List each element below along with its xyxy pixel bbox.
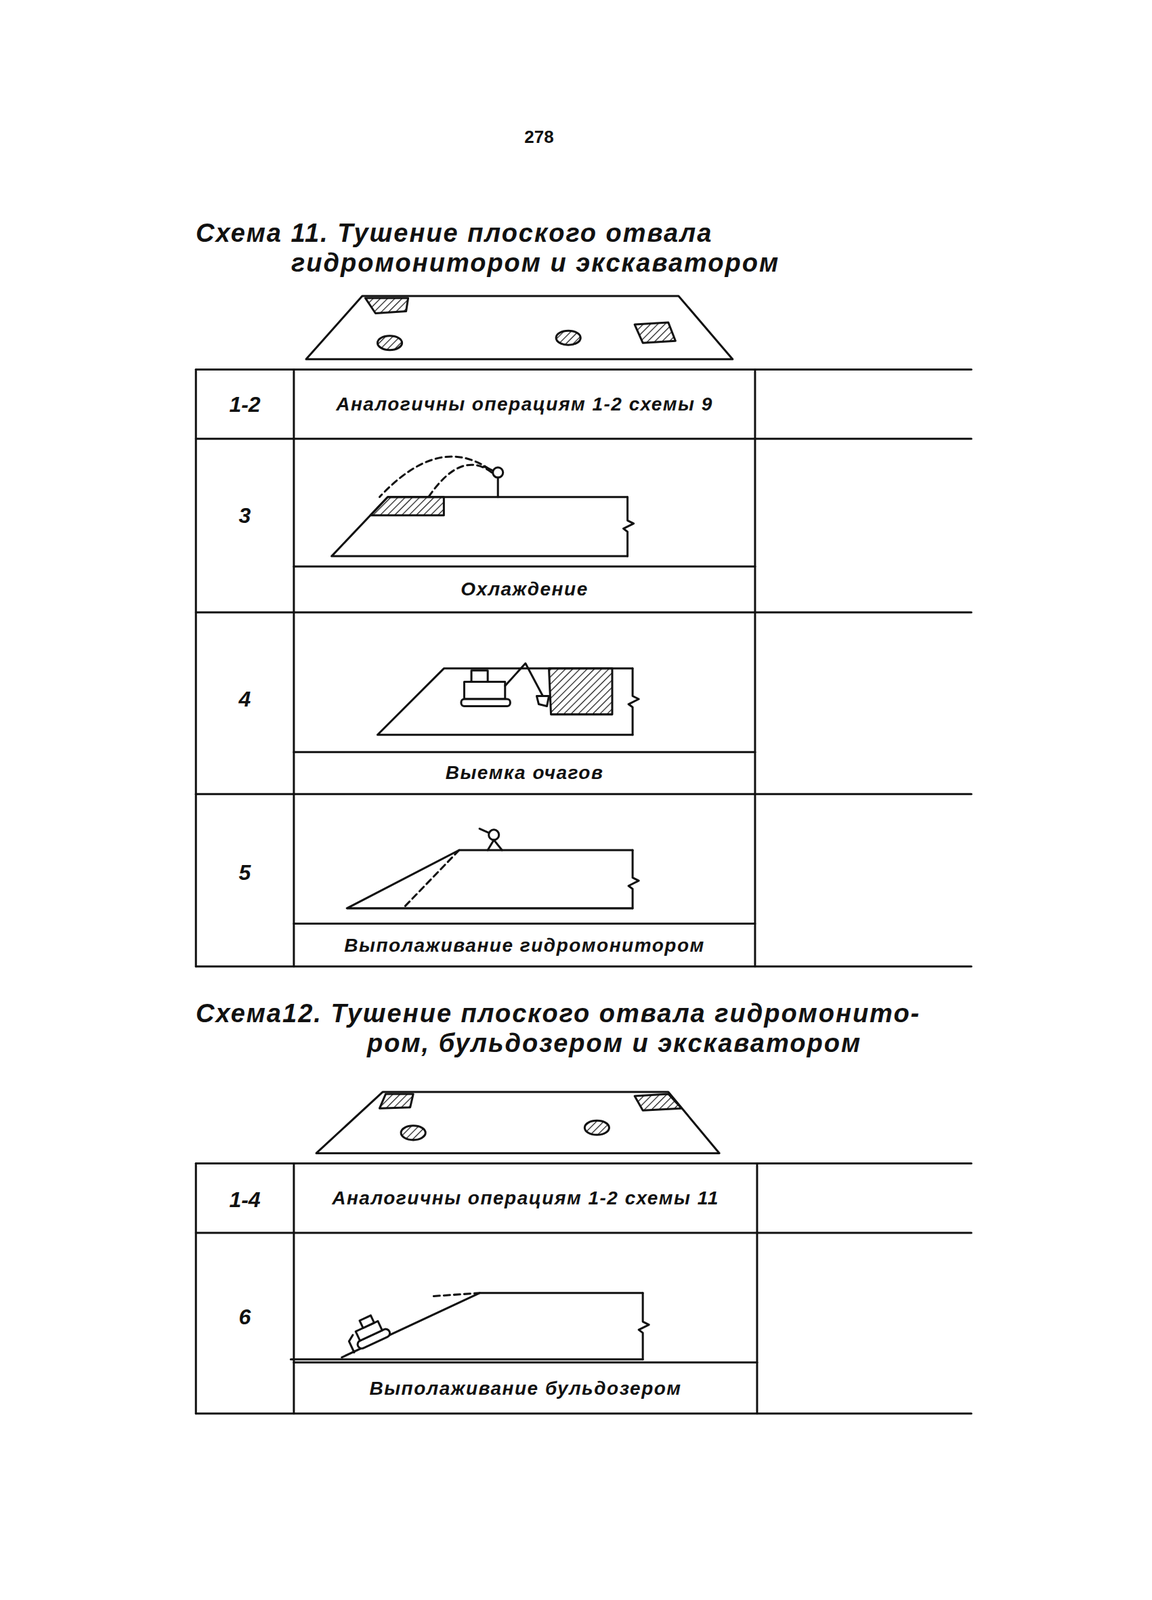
monitor-flattening-sketch: [628, 849, 639, 909]
table-lines: [195, 793, 972, 796]
dump-section: [316, 1091, 720, 1153]
monitor-flattening-sketch: [346, 849, 633, 909]
cooling-sketch: [493, 467, 504, 478]
operation-number: 5: [195, 859, 294, 886]
table-lines: [195, 437, 972, 440]
table-lines: [755, 1163, 758, 1414]
excavation-sketch: [628, 668, 639, 735]
table-lines: [195, 1162, 972, 1165]
table-lines: [293, 565, 756, 568]
dump-section: [634, 1093, 682, 1111]
page-number: 278: [501, 126, 578, 148]
table-lines: [195, 369, 972, 966]
table-lines: [195, 1412, 972, 1415]
monitor-flattening-sketch: [346, 828, 639, 909]
excavation-sketch: [461, 698, 510, 707]
table-lines: [195, 1163, 972, 1414]
excavation-sketch: [377, 663, 639, 735]
operation-number: 4: [195, 686, 294, 712]
table-lines: [753, 369, 756, 966]
table-lines: [195, 1231, 972, 1234]
cooling-sketch: [331, 456, 634, 557]
dump-section: [379, 1093, 414, 1108]
table-cell: Аналогичны операциям 1-2 схемы 9: [293, 392, 756, 416]
cooling-sketch: [497, 477, 500, 498]
cooling-sketch: [379, 456, 490, 498]
operation-caption: Выполаживание бульдозером: [293, 1376, 758, 1400]
table-lines: [292, 369, 295, 966]
dump-section: [377, 335, 402, 351]
excavation-sketch: [536, 696, 549, 707]
table-lines: [292, 1163, 295, 1414]
table-lines: [195, 368, 972, 371]
operation-number: 3: [195, 502, 294, 529]
table-lines: [293, 922, 756, 925]
cooling-sketch: [370, 497, 444, 516]
bulldozer-flattening-sketch: [347, 1334, 360, 1353]
cooling-sketch: [331, 497, 628, 557]
excavation-sketch: [505, 663, 544, 696]
dump-section: [634, 322, 676, 343]
cooling-sketch: [428, 464, 492, 498]
table-lines: [195, 1163, 198, 1414]
excavation-sketch: [377, 668, 633, 735]
dump-section: [316, 1091, 720, 1153]
monitor-flattening-sketch: [402, 849, 460, 909]
operation-caption: Выполаживание гидромонитором: [293, 933, 756, 957]
illustration: [195, 295, 972, 1414]
bulldozer-flattening-sketch: [359, 1315, 374, 1329]
dump-section: [306, 295, 733, 359]
cooling-sketch: [623, 497, 634, 557]
operation-number: 6: [195, 1303, 294, 1330]
excavation-sketch: [471, 670, 488, 682]
dump-section: [584, 1120, 609, 1135]
bulldozer-flattening-sketch: [433, 1292, 480, 1297]
operation-caption: Охлаждение: [293, 577, 756, 601]
dump-section: [400, 1125, 426, 1140]
scheme-title: Схема12. Тушение плоского отвала гидромо…: [195, 998, 962, 1058]
scheme-title: Схема 11. Тушение плоского отвала гидром…: [195, 218, 873, 278]
bulldozer-flattening-sketch: [638, 1292, 649, 1360]
bulldozer-flattening-sketch: [290, 1292, 649, 1360]
bulldozer-flattening-sketch: [342, 1292, 643, 1358]
cooling-sketch: [483, 466, 494, 471]
monitor-flattening-sketch: [487, 839, 502, 850]
bulldozer-flattening-sketch: [342, 1311, 391, 1353]
operation-caption: Выемка очагов: [293, 761, 756, 785]
table-cell: Аналогичны операциям 1-2 схемы 11: [293, 1186, 758, 1210]
dump-section: [365, 297, 408, 314]
monitor-flattening-sketch: [479, 828, 489, 833]
dump-section: [306, 295, 733, 359]
table-lines: [293, 1361, 758, 1364]
table-lines: [195, 965, 972, 968]
dump-section: [556, 330, 581, 345]
excavation-sketch: [464, 681, 506, 699]
monitor-flattening-sketch: [488, 829, 500, 840]
table-lines: [195, 610, 972, 613]
bulldozer-flattening-sketch: [290, 1357, 643, 1360]
table-lines: [195, 369, 198, 966]
operation-number: 1-2: [195, 391, 294, 418]
excavation-sketch: [549, 668, 613, 715]
table-lines: [293, 751, 756, 754]
operation-number: 1-4: [195, 1186, 294, 1213]
